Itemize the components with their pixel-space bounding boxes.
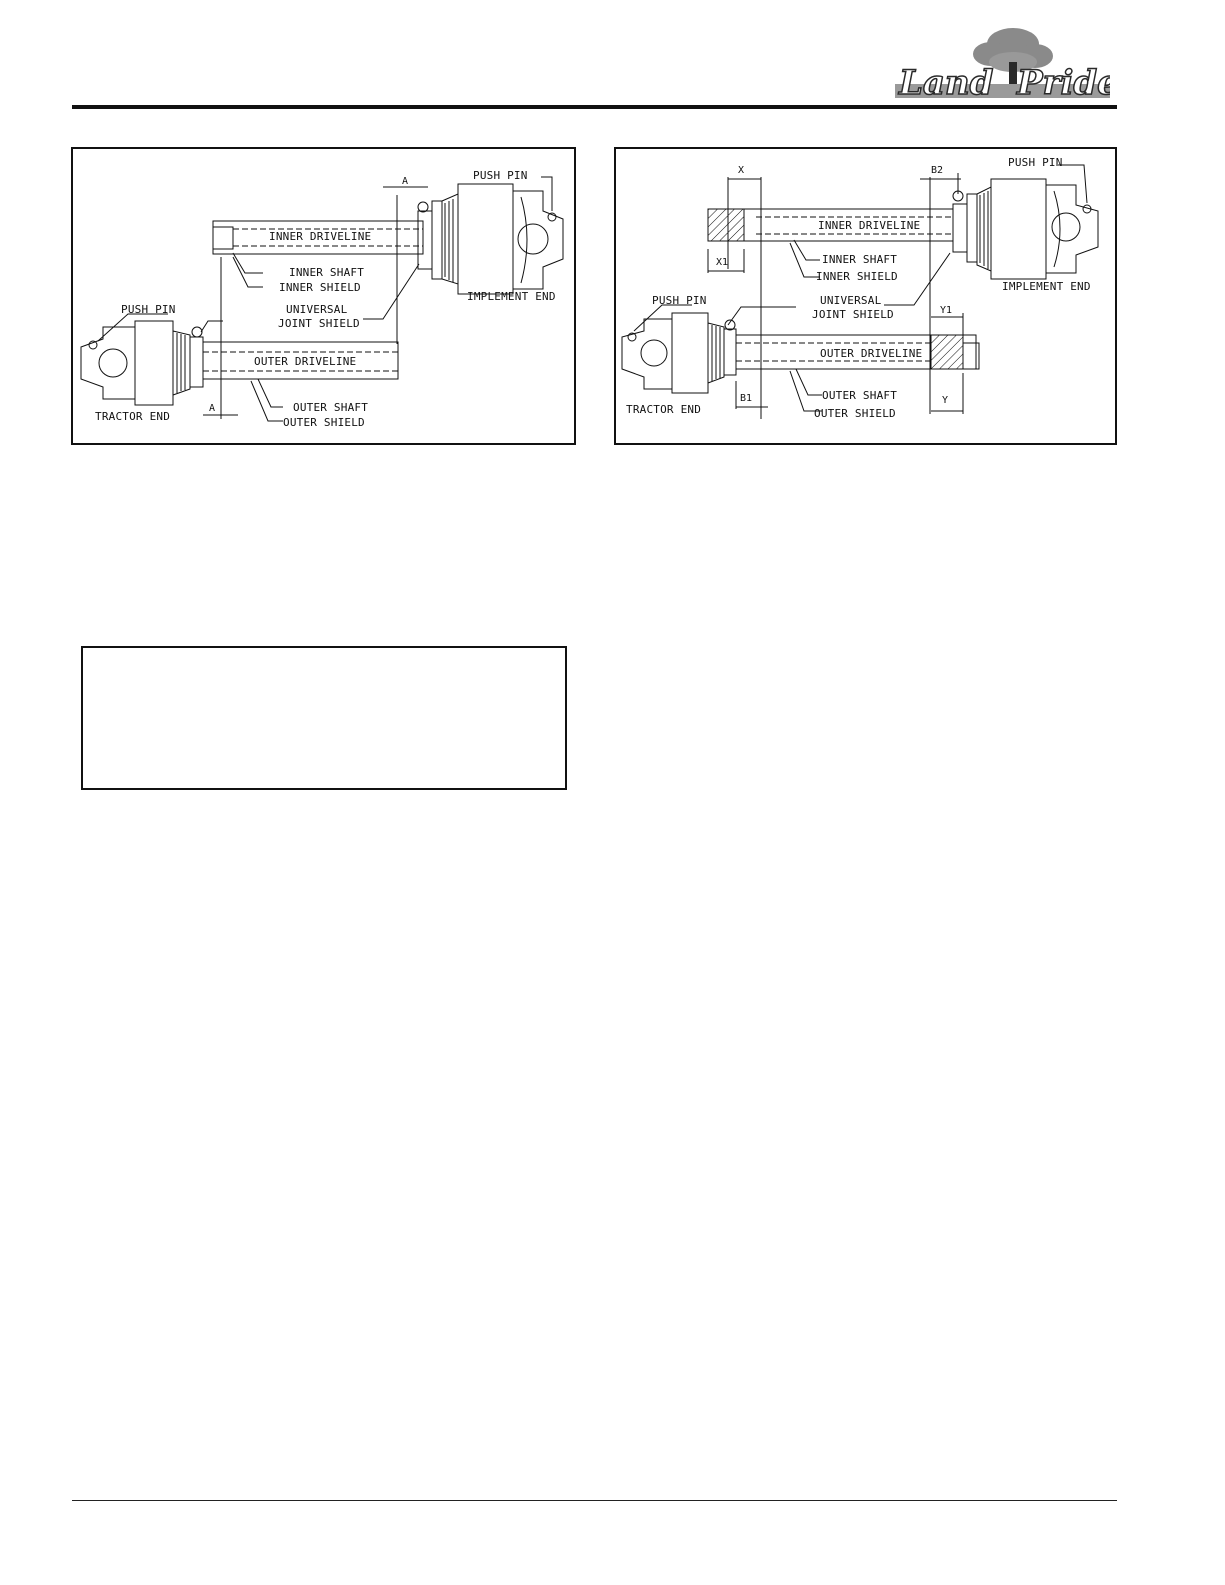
- footer-rule: [72, 1500, 1117, 1501]
- label-dim-a-bottom: A: [209, 403, 215, 414]
- label-inner-driveline: INNER DRIVELINE: [269, 230, 371, 243]
- label-outer-driveline: OUTER DRIVELINE: [254, 355, 356, 368]
- hatched-section-y: [930, 334, 964, 370]
- label-dim-y1: Y1: [940, 305, 952, 316]
- label-universal: UNIVERSAL: [820, 294, 882, 307]
- logo-band: [895, 84, 1110, 98]
- header-rule: [72, 105, 1117, 109]
- label-push-pin-implement: PUSH PIN: [473, 169, 528, 182]
- label-joint-shield: JOINT SHIELD: [812, 308, 894, 321]
- driveline-figure-right: X B2 PUSH PIN INNER DRIVELINE X1 INNER S…: [614, 147, 1117, 445]
- tree-icon: [973, 28, 1053, 92]
- label-universal: UNIVERSAL: [286, 303, 348, 316]
- notice-box: [81, 646, 567, 790]
- label-inner-shaft: INNER SHAFT: [822, 253, 897, 266]
- driveline-diagram-right: X B2 PUSH PIN INNER DRIVELINE X1 INNER S…: [621, 156, 1099, 420]
- label-dim-x: X: [738, 165, 744, 176]
- label-push-pin-implement: PUSH PIN: [1008, 156, 1063, 169]
- label-dim-b2: B2: [931, 165, 943, 176]
- label-inner-shield: INNER SHIELD: [816, 270, 898, 283]
- label-dim-y: Y: [942, 395, 948, 406]
- hatched-section-x: [707, 208, 745, 242]
- push-pin-tractor-shape: [88, 340, 98, 350]
- label-push-pin-tractor: PUSH PIN: [652, 294, 707, 307]
- label-tractor-end: TRACTOR END: [626, 403, 701, 416]
- label-outer-shaft: OUTER SHAFT: [822, 389, 897, 402]
- push-pin-tractor-shape: [627, 332, 637, 342]
- driveline-diagram-left: PUSH PIN A INNER DRIVELINE INNER SHAFT I…: [80, 169, 564, 429]
- push-pin-implement-shape: [1082, 204, 1092, 214]
- push-pin-implement-shape: [547, 212, 557, 222]
- label-outer-driveline: OUTER DRIVELINE: [820, 347, 922, 360]
- label-push-pin-tractor: PUSH PIN: [121, 303, 176, 316]
- label-tractor-end: TRACTOR END: [95, 410, 170, 423]
- landpride-logo: Land Pride: [895, 28, 1110, 104]
- logo-wordmark-land: Land: [898, 63, 994, 103]
- label-outer-shield: OUTER SHIELD: [814, 407, 896, 420]
- logo-wordmark-pride: Pride: [1016, 63, 1110, 103]
- label-dim-a-top: A: [402, 176, 408, 187]
- label-dim-x1: X1: [716, 257, 728, 268]
- label-implement-end: IMPLEMENT END: [467, 290, 556, 303]
- label-inner-driveline: INNER DRIVELINE: [818, 219, 920, 232]
- label-dim-b1: B1: [740, 393, 752, 404]
- label-outer-shaft: OUTER SHAFT: [293, 401, 368, 414]
- driveline-figure-left: PUSH PIN A INNER DRIVELINE INNER SHAFT I…: [71, 147, 576, 445]
- label-inner-shield: INNER SHIELD: [279, 281, 361, 294]
- label-joint-shield: JOINT SHIELD: [278, 317, 360, 330]
- label-outer-shield: OUTER SHIELD: [283, 416, 365, 429]
- label-inner-shaft: INNER SHAFT: [289, 266, 364, 279]
- label-implement-end: IMPLEMENT END: [1002, 280, 1091, 293]
